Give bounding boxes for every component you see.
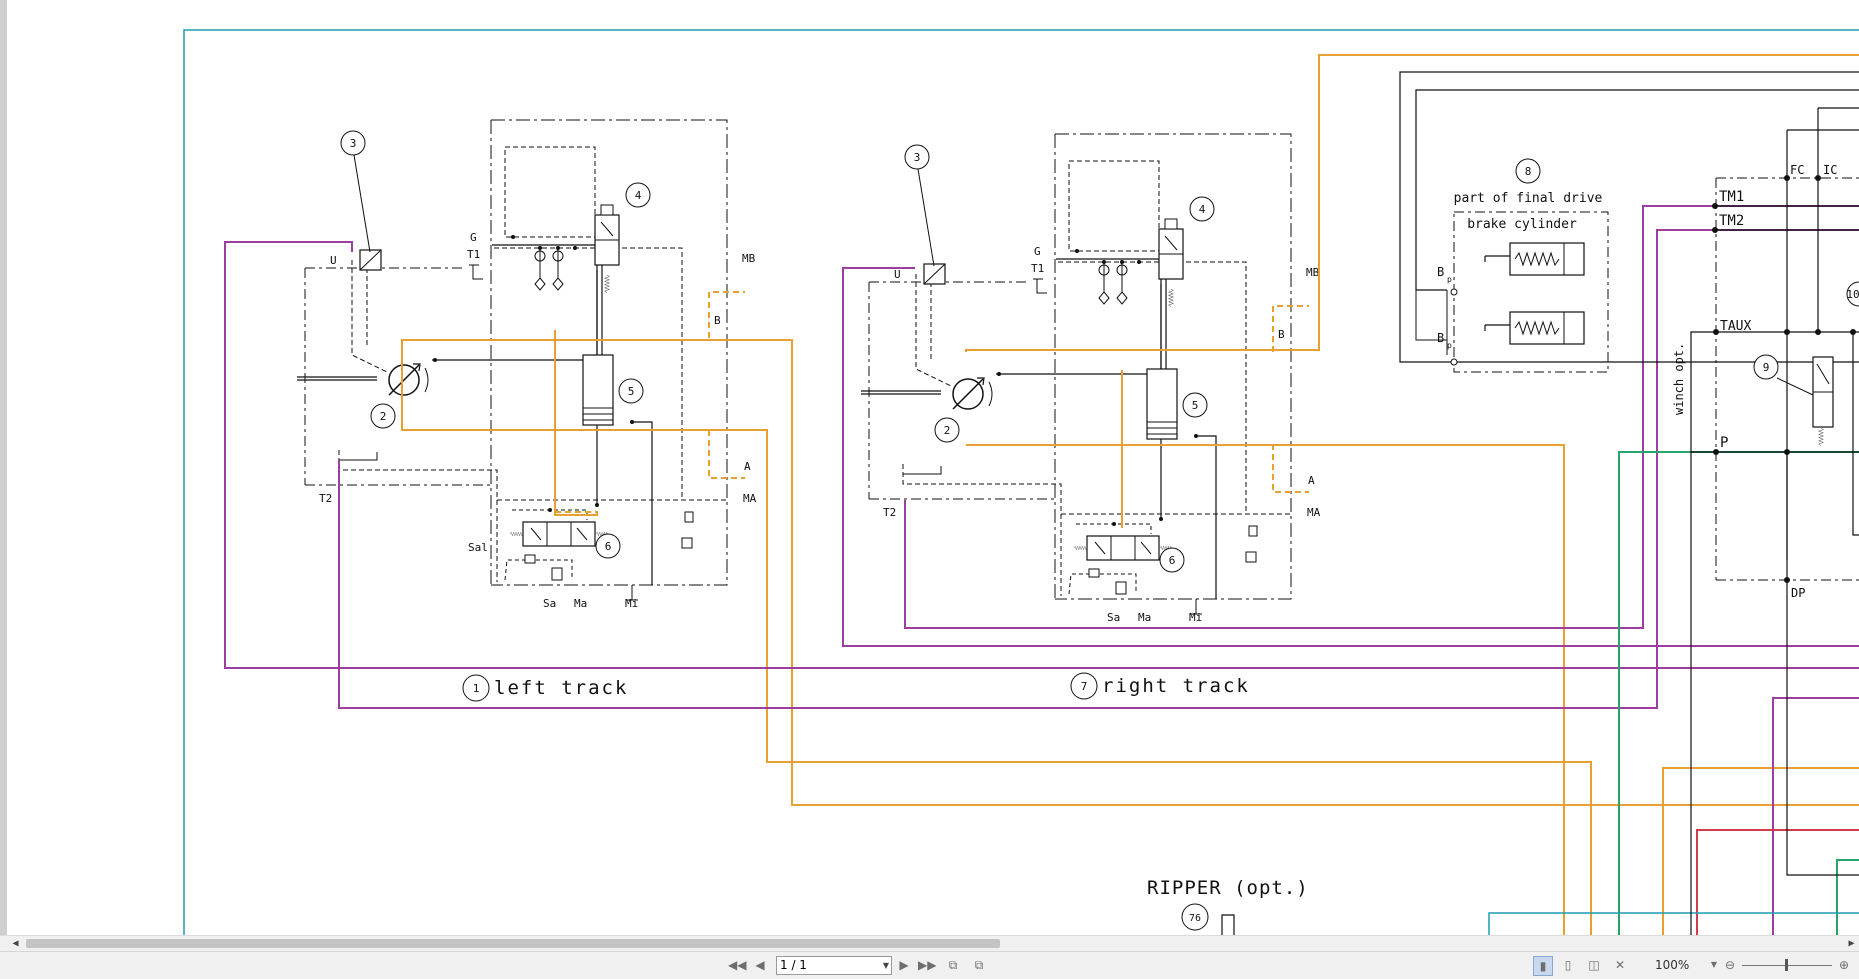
port-b-right: B	[1278, 328, 1285, 341]
two-page-view-icon[interactable]: ◫	[1588, 958, 1600, 972]
brake-line1: part of final drive	[1454, 191, 1603, 206]
callout-3-right: 3	[914, 151, 921, 164]
callout-6-left: 6	[605, 540, 612, 553]
port-t1-left: T1	[467, 248, 480, 261]
brake-port-bp1-sub: p	[1447, 275, 1452, 284]
port-b-left: B	[714, 314, 721, 327]
port-g-right: G	[1034, 245, 1041, 258]
port-sal-left: Sal	[468, 541, 488, 554]
orange-dashed-pipes	[555, 291, 1309, 520]
orange-pipes	[401, 54, 1859, 935]
winch-label: winch opt.	[1672, 343, 1686, 415]
callout-10: 10	[1846, 288, 1859, 301]
first-page-icon[interactable]: ◀◀	[728, 958, 747, 972]
brake-port-bp2-sub: p	[1447, 341, 1452, 350]
purple-pipes	[224, 205, 1859, 935]
port-u-left: U	[330, 254, 337, 267]
right-track-title: right track	[1102, 675, 1250, 697]
single-page-view-icon[interactable]: ▮	[1533, 956, 1553, 976]
ripper-label: RIPPER (opt.)	[1147, 877, 1309, 899]
hydraulic-schematic: 3 2 4 5 6 U G T1 T2 MB B MA A Sal Sa Ma …	[183, 29, 1859, 935]
zoom-in-icon[interactable]: ⊕	[1838, 958, 1850, 972]
port-mi-left: Mi	[625, 597, 638, 610]
ripper-block: RIPPER (opt.) 76	[1147, 877, 1309, 935]
callout-2-left: 2	[380, 410, 387, 423]
zoom-slider-handle[interactable]	[1785, 959, 1788, 971]
port-tm1: TM1	[1719, 189, 1744, 205]
red-pipes	[1696, 829, 1859, 935]
left-track-module: 3 2 4 5 6 U G T1 T2 MB B MA A Sal Sa Ma …	[297, 119, 757, 702]
prev-page-icon[interactable]: ◀	[755, 958, 765, 972]
callout-6-right: 6	[1169, 554, 1176, 567]
port-sa-right: Sa	[1107, 611, 1120, 624]
right-track-number: 7	[1081, 680, 1088, 693]
port-fc: FC	[1790, 163, 1804, 177]
left-track-title: left track	[494, 677, 628, 699]
brake-port-bp2: B	[1437, 331, 1444, 345]
zoom-dropdown-icon[interactable]: ▼	[1710, 960, 1718, 969]
port-tm2: TM2	[1719, 213, 1744, 229]
dropdown-arrow-icon: ▼	[882, 961, 889, 970]
copy-page-icon[interactable]: ⧉	[974, 958, 984, 972]
callout-2-right: 2	[944, 424, 951, 437]
brake-port-bp1: B	[1437, 265, 1444, 279]
port-dp: DP	[1791, 586, 1805, 600]
callout-8: 8	[1525, 165, 1532, 178]
next-page-icon[interactable]: ▶	[899, 958, 909, 972]
port-ma-right: MA	[1307, 506, 1321, 519]
scroll-left-arrow-icon[interactable]: ◀	[12, 938, 19, 949]
zoom-out-icon[interactable]: ⊖	[1724, 958, 1736, 972]
left-track-number: 1	[473, 682, 480, 695]
open-page-icon[interactable]: ⧉	[948, 958, 958, 972]
callout-5-right: 5	[1192, 399, 1199, 412]
port-t1-right: T1	[1031, 262, 1044, 275]
port-a-left: A	[744, 460, 751, 473]
zoom-level[interactable]: 100%	[1655, 958, 1690, 972]
teal-pipes	[1488, 912, 1859, 935]
brake-cylinder-block: 8 part of final drive brake cylinder B p…	[1399, 71, 1859, 373]
callout-4-left: 4	[635, 189, 642, 202]
last-page-icon[interactable]: ▶▶	[918, 958, 937, 972]
port-ic: IC	[1823, 163, 1837, 177]
port-p: P	[1720, 435, 1728, 451]
port-mb-right: MB	[1306, 266, 1320, 279]
page-frame	[183, 29, 1859, 935]
port-taux: TAUX	[1720, 319, 1751, 334]
viewer-toolbar: ◀◀ ◀ 1 / 1 ▼ ▶ ▶▶ ⧉ ⧉ ▮ ▯ ◫ ✕ 100% ▼ ⊖ ⊕	[0, 951, 1859, 979]
continuous-view-icon[interactable]: ▯	[1564, 958, 1572, 972]
document-canvas: 3 2 4 5 6 U G T1 T2 MB B MA A Sal Sa Ma …	[7, 0, 1859, 935]
page-indicator-select[interactable]: 1 / 1 ▼	[776, 956, 892, 975]
green-pipes	[1618, 451, 1859, 935]
callout-4-right: 4	[1199, 203, 1206, 216]
port-sa-left: Sa	[543, 597, 556, 610]
port-t2-right: T2	[883, 506, 896, 519]
ripper-number: 76	[1189, 913, 1201, 924]
port-a-right: A	[1308, 474, 1315, 487]
brake-line2: brake cylinder	[1467, 217, 1577, 232]
callout-5-left: 5	[628, 385, 635, 398]
port-ma2-right: Ma	[1138, 611, 1151, 624]
port-u-right: U	[894, 268, 901, 281]
page-indicator-text: 1 / 1	[780, 958, 807, 972]
horizontal-scrollbar[interactable]: ◀ ▶	[0, 935, 1859, 951]
port-mi-right: Mi	[1189, 611, 1202, 624]
callout-9: 9	[1763, 361, 1770, 374]
scroll-right-arrow-icon[interactable]: ▶	[1848, 938, 1855, 949]
port-t2-left: T2	[319, 492, 332, 505]
callout-3-left: 3	[350, 137, 357, 150]
port-g-left: G	[470, 231, 477, 244]
scrollbar-thumb[interactable]	[26, 939, 1000, 948]
port-mb-left: MB	[742, 252, 756, 265]
port-ma-left: MA	[743, 492, 757, 505]
right-track-module: 3 2 4 5 6 U G T1 T2 MB B MA A Sa Ma Mi	[861, 133, 1321, 624]
fit-view-icon[interactable]: ✕	[1614, 958, 1626, 972]
port-ma2-left: Ma	[574, 597, 587, 610]
winch-block: 9 10 FC IC TM1 TM2 TAUX P DP winch opt.	[1672, 107, 1859, 935]
